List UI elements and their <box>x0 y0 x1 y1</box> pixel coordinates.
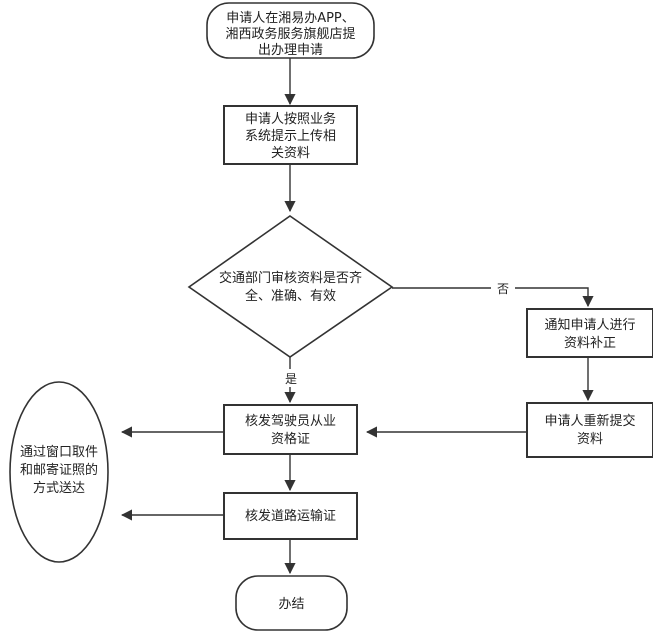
upload-node: 申请人按照业务 系统提示上传相 关资料 <box>223 105 358 165</box>
notify-node: 通知申请人进行 资料补正 <box>526 308 653 358</box>
end-line-1: 办结 <box>278 597 304 612</box>
start-line-2: 湘西政务服务旗舰店提 <box>225 26 355 42</box>
resubmit-shape <box>526 402 653 458</box>
edge-label-no: 否 <box>497 282 509 296</box>
review-line-1: 交通部门审核资料是否齐 <box>219 270 362 286</box>
delivery-line-3: 方式送达 <box>33 480 85 496</box>
edge-review-notify <box>392 287 594 308</box>
end-shape <box>235 575 348 631</box>
delivery-line-2: 和邮寄证照的 <box>20 462 98 478</box>
delivery-line-1: 通过窗口取件 <box>20 444 98 460</box>
end-node: 办结 <box>235 575 348 631</box>
review-line-2: 全、准确、有效 <box>245 288 336 304</box>
upload-line-3: 关资料 <box>271 146 310 161</box>
upload-line-2: 系统提示上传相 <box>245 128 336 144</box>
issue-transport-shape <box>223 492 358 540</box>
notify-line-2: 资料补正 <box>564 336 616 351</box>
edge-label-yes: 是 <box>285 372 297 386</box>
start-line-3: 出办理申请 <box>258 43 323 58</box>
review-diamond <box>187 215 394 358</box>
upload-shape <box>223 105 358 165</box>
notify-shape <box>526 308 653 358</box>
notify-line-1: 通知申请人进行 <box>544 317 635 333</box>
upload-line-1: 申请人按照业务 <box>245 111 336 127</box>
yes-label-bg <box>281 369 301 387</box>
issue-transport-node: 核发道路运输证 <box>223 492 358 540</box>
issue-cert-line-2: 资格证 <box>271 431 310 447</box>
resubmit-line-2: 资料 <box>577 432 603 447</box>
start-shape <box>206 2 375 59</box>
issue-transport-line-1: 核发道路运输证 <box>245 508 336 524</box>
start-node: 申请人在湘易办APP、 湘西政务服务旗舰店提 出办理申请 <box>206 2 375 59</box>
issue-cert-shape <box>223 404 358 455</box>
start-line-1: 申请人在湘易办APP、 <box>226 11 355 26</box>
resubmit-node: 申请人重新提交 资料 <box>526 402 653 458</box>
issue-cert-line-1: 核发驾驶员从业 <box>245 413 336 429</box>
delivery-shape <box>9 381 109 563</box>
issue-cert-node: 核发驾驶员从业 资格证 <box>223 404 358 455</box>
review-node: 交通部门审核资料是否齐 全、准确、有效 <box>187 215 394 358</box>
resubmit-line-1: 申请人重新提交 <box>544 413 635 429</box>
delivery-node: 通过窗口取件 和邮寄证照的 方式送达 <box>9 381 109 563</box>
no-label-bg <box>491 279 515 297</box>
